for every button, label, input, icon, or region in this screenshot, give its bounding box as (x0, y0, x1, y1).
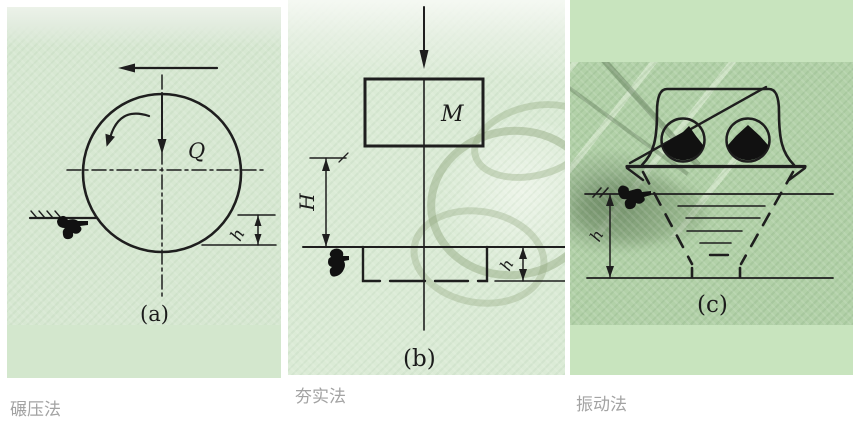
panel-rolling-method: Q h (a) (7, 7, 281, 378)
drop-arrow-icon (419, 6, 429, 69)
figure-label: (b) (403, 346, 436, 372)
tamped-pit (361, 245, 489, 283)
drop-height-symbol: H (295, 193, 319, 212)
depth-symbol: h (496, 256, 518, 274)
figure-label: (c) (697, 292, 728, 318)
panel-a-top-gradient (7, 7, 281, 47)
soil-hatch-mark (328, 248, 349, 277)
ground-surface (28, 210, 99, 240)
soil-hatch-mark (618, 185, 651, 210)
panel-tamping-method: M H (288, 0, 565, 375)
panel-vibration-method: h (c) (570, 0, 853, 375)
figure-label: (a) (140, 302, 169, 326)
depth-symbol: h (227, 226, 250, 245)
tamping-method-diagram: M H (295, 6, 565, 372)
dimension-H: H (295, 152, 349, 248)
eccentric-weight-right (725, 117, 771, 163)
compaction-zone (641, 170, 795, 279)
caption-rolling-method: 碾压法 (10, 400, 61, 419)
vibration-method-diagram: h (c) (584, 85, 834, 318)
rotation-arrow-icon (105, 112, 151, 147)
dimension-h: h (586, 193, 614, 279)
depth-symbol: h (586, 227, 608, 245)
caption-tamping-method: 夯实法 (295, 387, 346, 406)
caption-vibration-method: 振动法 (576, 395, 627, 414)
dimension-h: h (201, 214, 277, 246)
soil-hatch-mark (57, 215, 88, 240)
travel-arrow-icon (118, 63, 219, 73)
rammer-weight (363, 77, 485, 148)
load-symbol: Q (188, 139, 205, 163)
load-arrow-icon (157, 92, 167, 154)
vibrator-housing (625, 85, 807, 182)
ground-surface (302, 246, 565, 277)
rolling-method-diagram: Q h (a) (28, 63, 277, 326)
panel-b-top-gradient (288, 0, 565, 80)
mass-symbol: M (440, 102, 464, 127)
dimension-h: h (494, 246, 565, 282)
eccentric-weight-left (660, 117, 706, 163)
ground-surface (584, 185, 834, 210)
panel-a-bottom-band (7, 325, 281, 378)
